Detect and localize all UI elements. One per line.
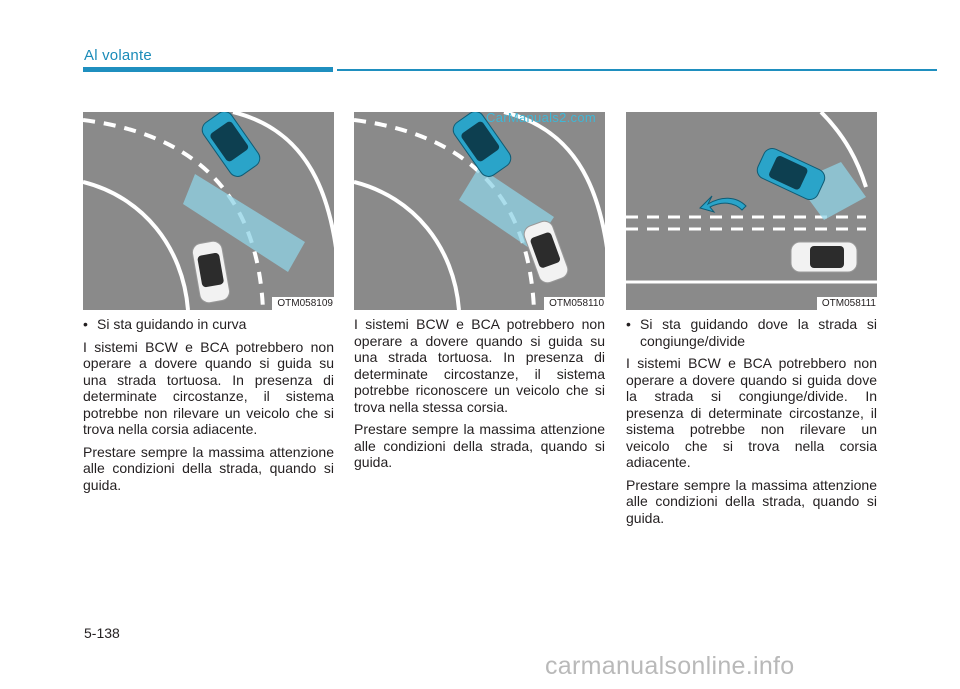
bullet-item: •Si sta guidando dove la strada si congi…	[626, 316, 877, 349]
figure-3-illustration	[626, 112, 877, 310]
watermark-bottom: carmanualsonline.info	[545, 652, 795, 680]
header-accent-bar	[83, 67, 333, 72]
paragraph: I sistemi BCW e BCA potrebbero non opera…	[83, 338, 334, 438]
paragraph: Prestare sempre la massima attenzione al…	[83, 443, 334, 493]
white-car-icon	[523, 220, 569, 284]
header-rule	[337, 69, 937, 71]
paragraph: Prestare sempre la massima attenzione al…	[626, 476, 877, 526]
paragraph: I sistemi BCW e BCA potrebbero non opera…	[354, 316, 605, 415]
text-column-2: I sistemi BCW e BCA potrebbero non opera…	[354, 316, 605, 477]
figure-curve-adjacent-lane: OTM058109	[83, 112, 334, 310]
page-number: 5-138	[84, 625, 120, 641]
figure-curve-same-lane: OTM058110	[354, 112, 605, 310]
blue-car-icon	[756, 148, 826, 200]
figure-code: OTM058111	[816, 297, 877, 310]
text-column-1: •Si sta guidando in curva I sistemi BCW …	[83, 316, 334, 499]
white-car-icon	[790, 241, 858, 273]
paragraph: Prestare sempre la massima attenzione al…	[354, 421, 605, 470]
bullet-text: Si sta guidando dove la strada si congiu…	[640, 316, 877, 349]
figure-code: OTM058109	[272, 297, 334, 310]
curved-arrow-icon	[699, 195, 747, 213]
section-title: Al volante	[84, 47, 152, 64]
paragraph: I sistemi BCW e BCA potrebbero non opera…	[626, 355, 877, 470]
blue-car-icon	[201, 112, 261, 177]
bullet-item: •Si sta guidando in curva	[83, 316, 247, 332]
figure-road-merge: OTM058111	[626, 112, 877, 310]
figure-2-illustration	[354, 112, 605, 310]
white-car-icon	[191, 240, 231, 304]
sensor-zone	[183, 174, 305, 272]
text-column-3: •Si sta guidando dove la strada si congi…	[626, 316, 877, 532]
figure-1-illustration	[83, 112, 334, 310]
bullet-text: Si sta guidando in curva	[97, 316, 247, 332]
watermark-top: CarManuals2.com	[486, 110, 596, 125]
blue-car-icon	[452, 112, 512, 177]
figure-code: OTM058110	[544, 297, 605, 310]
